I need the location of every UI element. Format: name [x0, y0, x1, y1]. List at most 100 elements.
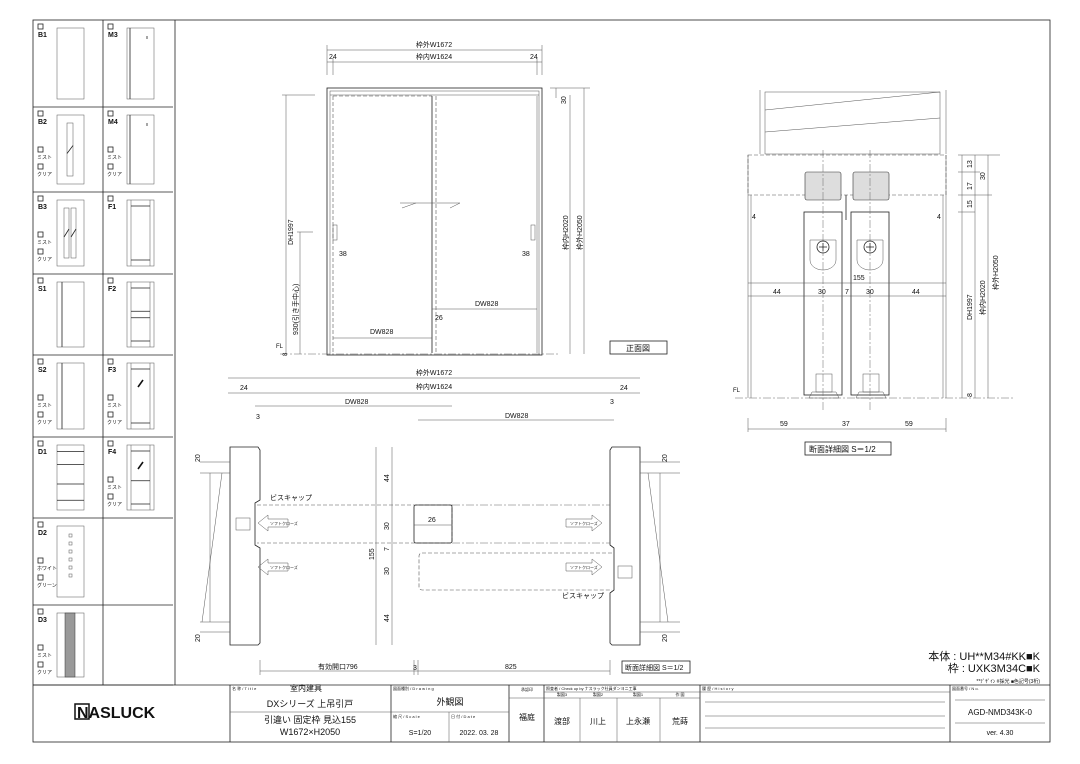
checkbox[interactable]	[107, 110, 114, 117]
option-label: クリア	[37, 420, 52, 426]
plan-dim-30-a: 30	[384, 522, 391, 530]
title-header: 名 称 / T i t l e	[232, 685, 257, 691]
checkbox[interactable]	[107, 277, 114, 284]
option-checkbox[interactable]	[37, 411, 44, 418]
option-checkbox[interactable]	[37, 574, 44, 581]
option-checkbox[interactable]	[107, 146, 114, 153]
plan-dim-20: 20	[662, 454, 669, 462]
option-checkbox[interactable]	[37, 248, 44, 255]
section-dim-8: 8	[967, 393, 974, 397]
plan-section: 枠外W1672 枠内W1624 24 24 DW828 DW828 3 3 20…	[195, 368, 691, 675]
checkbox[interactable]	[37, 608, 44, 615]
checkbox[interactable]	[37, 440, 44, 447]
approval-name: 福庭	[519, 712, 535, 722]
option-checkbox[interactable]	[37, 163, 44, 170]
section-dim-44-a: 44	[773, 289, 781, 296]
option-checkbox[interactable]	[107, 493, 114, 500]
door-thumbnail	[56, 114, 85, 185]
design-code: F2	[108, 286, 116, 293]
checkbox[interactable]	[37, 358, 44, 365]
design-code: F3	[108, 367, 116, 374]
dim-door-width-right: DW828	[475, 301, 498, 308]
plan-dim-inner-width: 枠内W1624	[416, 382, 452, 391]
plan-dim-side-left: 24	[240, 385, 248, 392]
checkbox[interactable]	[107, 440, 114, 447]
section-dim-15: 15	[967, 200, 974, 208]
checkbox[interactable]	[107, 23, 114, 30]
option-label: ミスト	[37, 403, 52, 409]
option-label: クリア	[107, 420, 122, 426]
checkbox[interactable]	[37, 110, 44, 117]
approval-header: 承認印	[521, 686, 533, 692]
option-checkbox[interactable]	[107, 411, 114, 418]
plan-gap-right: 3	[610, 399, 614, 406]
logo-n-box	[74, 703, 90, 720]
option-checkbox[interactable]	[107, 163, 114, 170]
date-header: 日 付 / D a t e	[451, 713, 476, 719]
option-label: クリア	[37, 172, 52, 178]
drawing-number-header: 図面番号 / N o.	[952, 685, 979, 691]
dim-door-width-left: DW828	[370, 329, 393, 336]
check-name: 渡部	[554, 716, 570, 726]
section-dim-30-b: 30	[866, 289, 874, 296]
checkbox[interactable]	[37, 195, 44, 202]
option-label: クリア	[37, 257, 52, 263]
check-name: 荒蒔	[672, 716, 688, 726]
checkbox[interactable]	[107, 358, 114, 365]
drawing-type-header: 図面種別 / D r a w i n g	[393, 685, 434, 691]
design-code: B3	[38, 204, 47, 211]
design-code: F1	[108, 204, 116, 211]
design-code: S1	[38, 286, 47, 293]
dim-overlap: 26	[435, 315, 443, 322]
checkbox[interactable]	[37, 23, 44, 30]
design-code: D1	[38, 449, 47, 456]
spec-note: **ﾃﾞｻﾞｲﾝ #採光 ■色記号(3桁)	[976, 678, 1040, 685]
check-col-header: 製図3	[557, 691, 568, 697]
option-checkbox[interactable]	[37, 146, 44, 153]
option-checkbox[interactable]	[37, 661, 44, 668]
option-checkbox[interactable]	[37, 231, 44, 238]
design-code: D3	[38, 617, 47, 624]
option-checkbox[interactable]	[37, 644, 44, 651]
plan-dim-outer-width: 枠外W1672	[416, 368, 452, 377]
checkbox[interactable]	[37, 277, 44, 284]
plan-dim-20: 20	[662, 634, 669, 642]
check-col-header: 製図1	[633, 691, 644, 697]
door-thumbnail	[126, 362, 155, 430]
screw-cap-label-bottom: ビスキャップ	[562, 591, 604, 600]
dim-handle-height: 930(引き手中心)	[291, 284, 300, 335]
plan-dim-30-b: 30	[384, 567, 391, 575]
option-checkbox[interactable]	[107, 394, 114, 401]
dim-inner-height: 枠内H2020	[561, 215, 570, 250]
dim-top-30: 30	[561, 96, 568, 104]
option-label: クリア	[107, 502, 122, 508]
checkbox[interactable]	[107, 195, 114, 202]
option-label: ミスト	[37, 240, 52, 246]
option-checkbox[interactable]	[107, 476, 114, 483]
section-dim-7: 7	[845, 289, 849, 296]
version: ver. 4.30	[987, 730, 1014, 737]
checkbox[interactable]	[37, 521, 44, 528]
plan-dim-door-left: DW828	[345, 399, 368, 406]
design-code: B1	[38, 32, 47, 39]
handle-left	[332, 224, 338, 241]
plan-dim-155: 155	[369, 548, 376, 560]
dim-fl-8: 8	[283, 352, 289, 356]
plan-section-label: 断面詳細図 S＝1/2	[625, 663, 683, 672]
screw-cap-label-top: ビスキャップ	[270, 493, 312, 502]
design-option-s1: S1	[37, 277, 85, 348]
option-checkbox[interactable]	[37, 394, 44, 401]
design-code: M3	[108, 32, 118, 39]
option-checkbox[interactable]	[37, 557, 44, 564]
fl-mark: FL	[276, 344, 284, 350]
door-thumbnail	[56, 281, 85, 348]
title-line-1: 室内建具	[290, 683, 322, 693]
history-header: 履 歴 / H i s t o r y	[702, 685, 734, 691]
